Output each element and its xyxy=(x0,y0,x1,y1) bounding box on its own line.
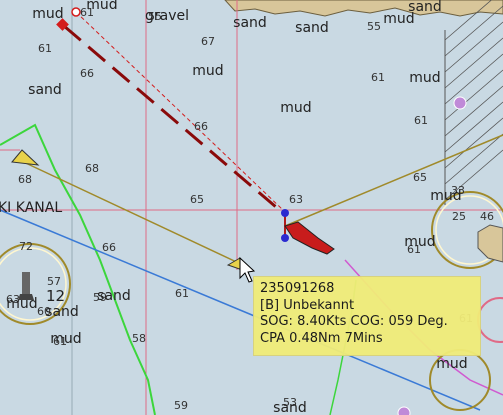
depth-sounding: 58 xyxy=(132,332,146,345)
seabed-label: mud xyxy=(86,0,117,13)
seabed-label: mud xyxy=(280,100,311,116)
seabed-label: mud xyxy=(430,188,461,204)
seabed-label: mud xyxy=(383,11,414,27)
seabed-label: mud xyxy=(436,356,467,372)
buoy-circle-inner xyxy=(0,247,67,321)
depth-sounding: 72 xyxy=(19,240,33,253)
ais-class-name: [B] Unbekannt xyxy=(260,297,355,313)
seabed-label: sand xyxy=(97,288,131,304)
coastline-land xyxy=(224,0,503,17)
depth-sounding: 55 xyxy=(148,10,162,23)
seabed-label: sand xyxy=(233,15,267,31)
seabed-label: mud xyxy=(50,331,81,347)
seabed-label: mud xyxy=(6,296,37,312)
depth-sounding: 66 xyxy=(102,241,116,254)
route-line xyxy=(0,209,481,411)
marker-icon[interactable] xyxy=(453,96,467,110)
heading-vector xyxy=(75,11,284,211)
waypoint-circle[interactable] xyxy=(71,7,81,17)
depth-sounding: 66 xyxy=(80,67,94,80)
lighthouse-icon xyxy=(18,272,34,300)
depth-sounding: 66 xyxy=(194,120,208,133)
depth-sounding: 53 xyxy=(283,396,297,409)
depth-sounding: 59 xyxy=(174,399,188,412)
depth-sounding: 65 xyxy=(413,171,427,184)
ais-target-icon[interactable] xyxy=(11,149,40,166)
seabed-label: sand xyxy=(295,20,329,36)
depth-sounding: 61 xyxy=(414,114,428,127)
seabed-label: mud xyxy=(404,234,435,250)
depth-sounding: 61 xyxy=(371,71,385,84)
buoy-circle-right xyxy=(431,191,503,269)
seabed-label: gravel xyxy=(145,8,189,24)
depth-sounding: 59 xyxy=(93,291,107,304)
seabed-label: mud xyxy=(409,70,440,86)
seabed-label: sand xyxy=(45,304,79,320)
depth-sounding: 55 xyxy=(367,20,381,33)
ais-cpa: CPA 0.48Nm 7Mins xyxy=(260,330,383,346)
depth-sounding: 60 xyxy=(37,305,51,318)
seabed-label: mud xyxy=(192,63,223,79)
seabed-label: sand xyxy=(28,82,62,98)
depth-sounding: 68 xyxy=(18,173,32,186)
depth-sounding: 61 xyxy=(80,6,94,19)
depth-sounding: 57 xyxy=(47,275,61,288)
depth-sounding: 61 xyxy=(53,335,67,348)
marker-icon-bottom[interactable] xyxy=(397,406,411,415)
depth-sounding: 61 xyxy=(407,243,421,256)
ais-mmsi: 235091268 xyxy=(260,281,335,296)
ais-target-tooltip: 235091268 [B] Unbekannt SOG: 8.40Kts COG… xyxy=(253,276,481,356)
buoy-circle xyxy=(0,243,71,325)
ais-course-line xyxy=(14,157,246,267)
depth-sounding: 61 xyxy=(175,287,189,300)
depth-sounding: 63 xyxy=(6,293,20,306)
depth-sounding: 25 xyxy=(452,210,466,223)
depth-sounding: 65 xyxy=(190,193,204,206)
buoy-number-label: 12 xyxy=(46,287,65,305)
island xyxy=(477,224,503,263)
canal-label: KI KANAL xyxy=(0,200,62,216)
ais-sog-cog: SOG: 8.40Kts COG: 059 Deg. xyxy=(260,314,448,329)
own-ship-icon[interactable] xyxy=(281,209,335,255)
depth-contour xyxy=(0,123,156,415)
restricted-area-hatching xyxy=(444,0,503,201)
depth-sounding: 68 xyxy=(85,162,99,175)
own-heading-line xyxy=(284,134,503,227)
depth-sounding: 46 xyxy=(480,210,494,223)
predicted-vector xyxy=(63,24,284,215)
mouse-cursor-icon xyxy=(239,256,256,283)
seabed-label: sand xyxy=(408,0,442,15)
buoy-circle-right-inner xyxy=(435,195,503,265)
depth-soundings: 61 66 67 61 66 61 68 68 65 63 65 66 72 59 61 61 58 59 61 55… xyxy=(6,6,494,412)
seabed-label: sand xyxy=(273,400,307,415)
depth-sounding: 63 xyxy=(289,193,303,206)
depth-sounding: 33 xyxy=(451,184,465,197)
depth-sounding: 61 xyxy=(38,42,52,55)
depth-sounding: 67 xyxy=(201,35,215,48)
seabed-label: mud xyxy=(32,6,63,22)
